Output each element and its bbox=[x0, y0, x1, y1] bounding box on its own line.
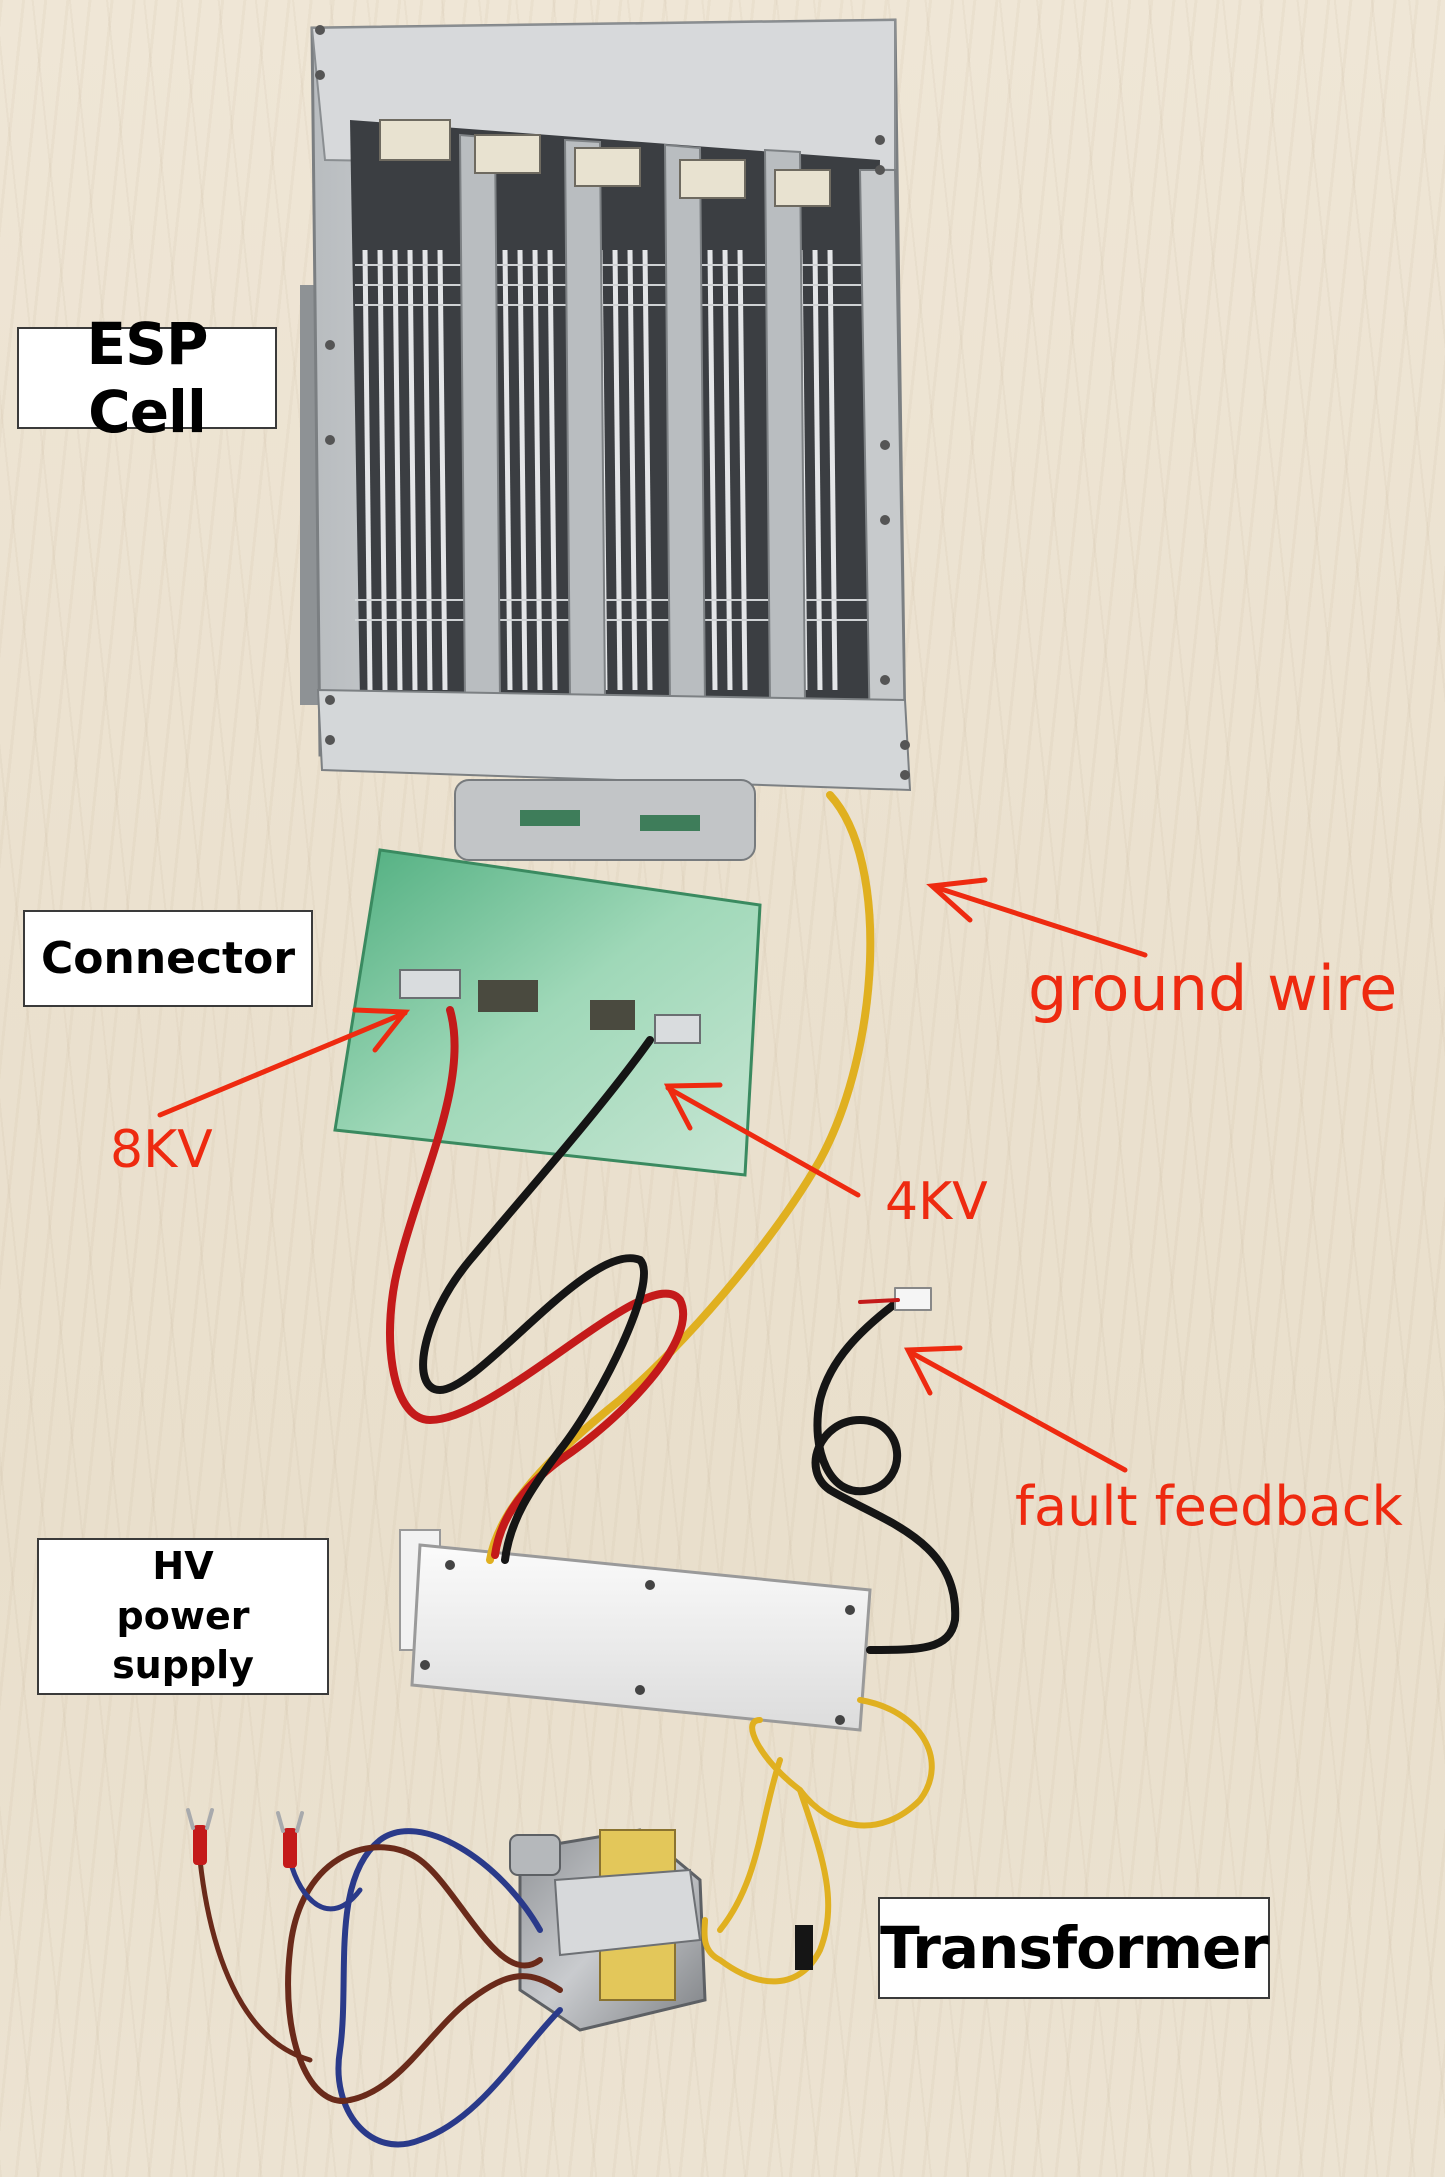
esp-cell-partitions bbox=[458, 133, 807, 706]
connector-terminal-8kv bbox=[399, 969, 461, 999]
mains-blue-lead bbox=[287, 1857, 363, 1912]
wire-4kv bbox=[419, 1036, 654, 1564]
esp-cell-slot bbox=[520, 810, 580, 826]
fault-feedback-arrow bbox=[907, 1349, 1128, 1473]
kv4-arrowhead bbox=[663, 1082, 723, 1131]
connector-label-text: Connector bbox=[40, 933, 296, 984]
fault-feedback-wire bbox=[811, 1296, 960, 1654]
psu-housing bbox=[410, 1543, 872, 1732]
esp-cell-bottom-mount bbox=[454, 779, 756, 861]
psu-screws bbox=[420, 1560, 855, 1725]
hv-power-supply-label-line1: HV bbox=[152, 1544, 214, 1589]
connector-board bbox=[333, 848, 762, 1177]
fault-feedback-plug bbox=[894, 1287, 932, 1311]
wiring bbox=[186, 791, 960, 2148]
hv-power-supply bbox=[399, 1529, 872, 1732]
kv8-arrowhead bbox=[352, 1007, 411, 1053]
transformer-inline-connector bbox=[795, 1925, 813, 1970]
transformer-label-plate bbox=[553, 1868, 702, 1957]
fault-feedback-annotation: fault feedback bbox=[1015, 1475, 1403, 1538]
spade-terminal bbox=[193, 1825, 207, 1865]
hv-power-supply-label: HV power supply bbox=[37, 1538, 329, 1695]
esp-cell-plates bbox=[362, 249, 838, 691]
ground-wire-arrow bbox=[932, 884, 1148, 958]
kv4-annotation: 4KV bbox=[885, 1172, 988, 1232]
transformer-yellow-wire bbox=[749, 1697, 935, 1829]
esp-cell-label-text: ESP Cell bbox=[86, 310, 209, 446]
kv8-arrow bbox=[157, 1010, 408, 1118]
transformer-yellow-wire bbox=[717, 1757, 783, 1933]
ground-wire-annotation: ground wire bbox=[1028, 952, 1398, 1025]
esp-cell-slot bbox=[640, 815, 700, 831]
transformer-yellow-wire bbox=[701, 1787, 832, 1985]
spade-terminal bbox=[283, 1828, 297, 1868]
esp-cell-rivets bbox=[315, 25, 910, 780]
wire-8kv bbox=[386, 1006, 688, 1559]
mains-blue-wire bbox=[335, 1828, 563, 2148]
esp-cell bbox=[300, 18, 912, 861]
transformer-label: Transformer bbox=[878, 1897, 1270, 1999]
spade-terminal-prongs bbox=[186, 1808, 304, 1833]
transformer-bracket bbox=[509, 1834, 561, 1876]
esp-cell-label: ESP Cell bbox=[17, 310, 277, 446]
esp-cell-clips bbox=[379, 119, 831, 207]
fault-feedback-arrowhead bbox=[903, 1345, 963, 1396]
annotation-arrows bbox=[157, 877, 1148, 1473]
transformer-unit bbox=[509, 1828, 707, 2032]
connector-slot bbox=[478, 980, 538, 1012]
kv4-arrow bbox=[665, 1085, 861, 1198]
ground-wire-arrowhead bbox=[926, 877, 988, 923]
fault-feedback-red-lead bbox=[858, 1298, 900, 1304]
transformer-label-text: Transformer bbox=[880, 1914, 1269, 1982]
mains-brown-wire bbox=[285, 1844, 563, 2104]
connector-slot bbox=[590, 1000, 635, 1030]
kv8-annotation: 8KV bbox=[110, 1120, 213, 1180]
hv-power-supply-label-line2: power supply bbox=[112, 1593, 254, 1688]
mains-brown-lead bbox=[197, 1857, 313, 2063]
connector-label: Connector bbox=[23, 910, 313, 1007]
connector-terminal-4kv bbox=[654, 1014, 701, 1044]
esp-cell-bottom-rail bbox=[316, 688, 912, 792]
